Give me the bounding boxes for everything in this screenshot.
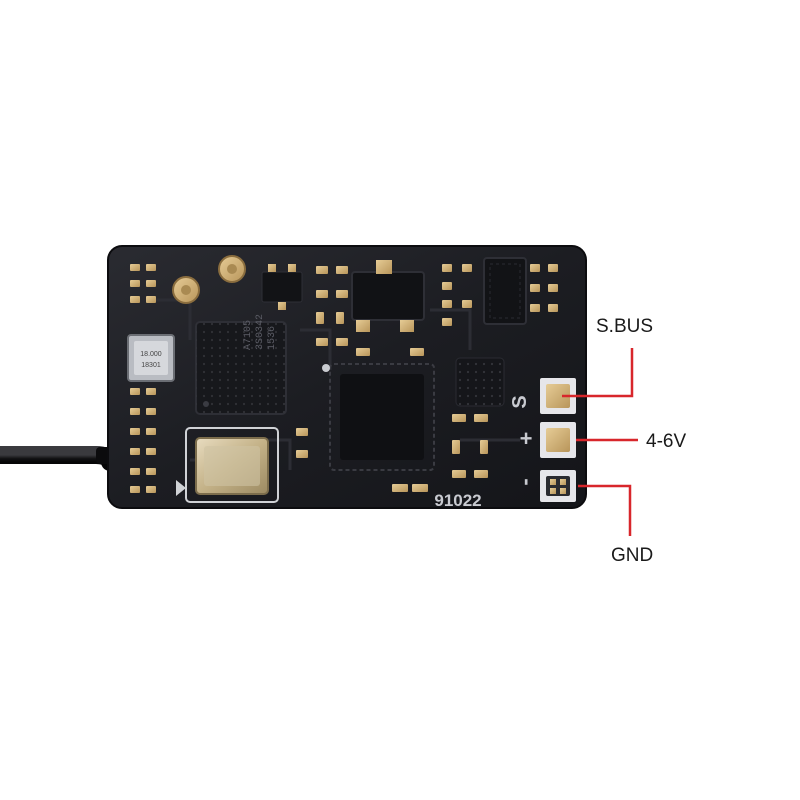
chip-marking-line-2: 3S0342 <box>255 314 266 350</box>
plus-pin-mark: + <box>520 426 533 451</box>
gnd-callout-line <box>578 484 632 536</box>
signal-pin-mark: S <box>509 395 531 408</box>
chip-marking-line-3: 1536 <box>267 326 278 350</box>
voltage-solder-pad <box>540 422 576 458</box>
sbus-solder-pad <box>540 378 576 414</box>
antenna-wire <box>0 446 120 471</box>
chip-marking-line-1: A7105 <box>243 320 254 350</box>
gnd-solder-pad <box>540 470 576 502</box>
callout-lines <box>562 348 638 536</box>
board-code: 91022 <box>434 491 481 510</box>
crystal-can <box>176 427 279 503</box>
pcb-board: 18.000 18301 A7105 3S0342 1536 <box>107 245 587 510</box>
inductor <box>483 257 527 325</box>
small-oscillator: 18.000 18301 <box>127 334 175 382</box>
sbus-label: S.BUS <box>596 316 654 337</box>
left-pad-column <box>130 264 156 493</box>
oscillator-marking-line-1: 18.000 <box>140 351 162 358</box>
oscillator-marking-line-2: 18301 <box>141 362 161 369</box>
rf-chip: A7105 3S0342 1536 <box>195 314 287 415</box>
transistor <box>261 264 303 310</box>
mcu-chip <box>322 363 435 471</box>
gnd-label: GND <box>611 545 654 566</box>
filter-component <box>455 357 505 407</box>
voltage-label: 4-6V <box>646 431 687 452</box>
voltage-regulator <box>351 260 425 332</box>
sbus-callout-line <box>562 348 634 398</box>
minus-pin-mark: - <box>512 478 537 485</box>
